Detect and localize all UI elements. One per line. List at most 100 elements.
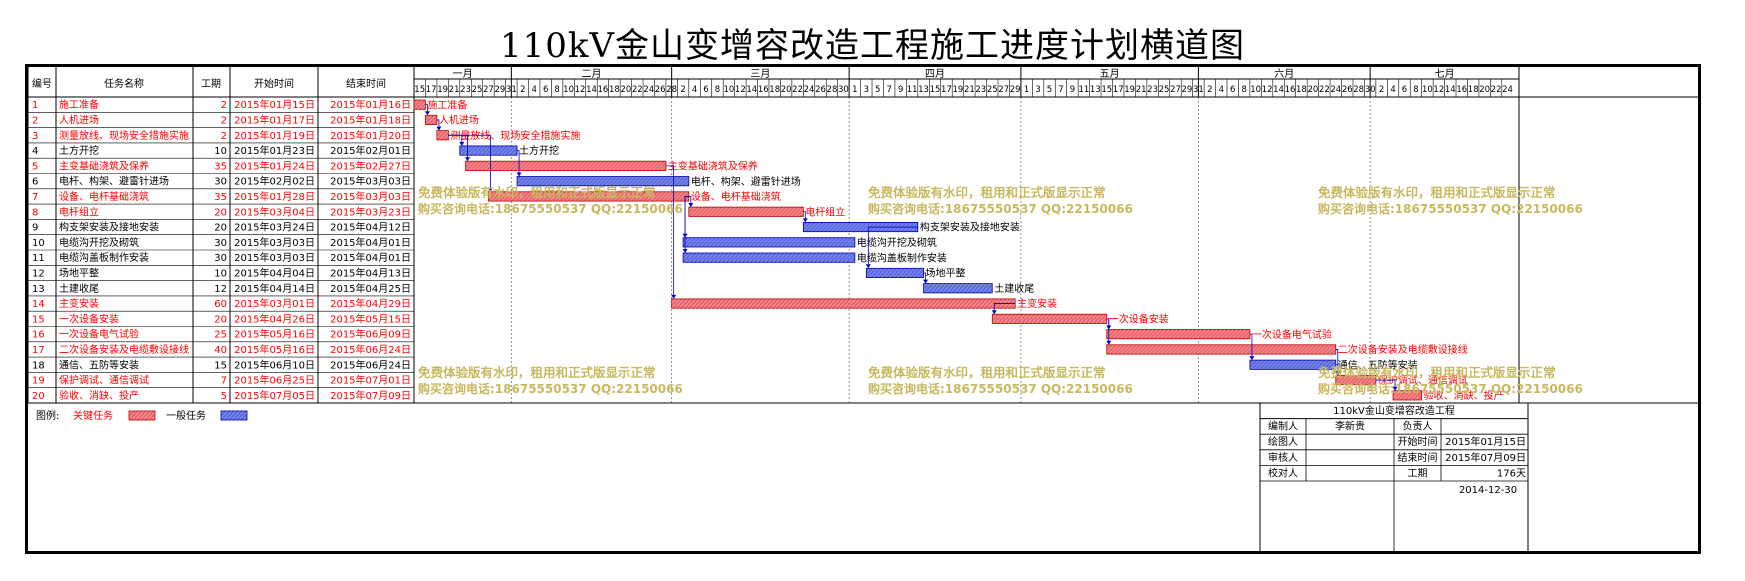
task-bar bbox=[682, 252, 856, 263]
legend-critical-label: 关键任务 bbox=[73, 409, 113, 422]
task-id: 12 bbox=[32, 268, 45, 279]
day-label: 27 bbox=[483, 85, 494, 95]
dependency-arrow bbox=[1106, 340, 1112, 345]
day-label: 2 bbox=[1379, 85, 1384, 95]
task-bar bbox=[671, 298, 1016, 309]
day-label: 24 bbox=[643, 85, 654, 95]
legend-critical-swatch bbox=[128, 410, 156, 421]
task-bar bbox=[688, 206, 804, 217]
day-label: 25 bbox=[987, 85, 998, 95]
task-start: 2015年03月01日 bbox=[234, 297, 315, 310]
day-label: 30 bbox=[1365, 85, 1376, 95]
task-bar bbox=[459, 145, 518, 156]
watermark-text: 购买咨询电话:18675550537 QQ:22150066 bbox=[1318, 201, 1583, 216]
task-duration: 10 bbox=[214, 146, 227, 157]
task-name: 主变安装 bbox=[59, 297, 99, 310]
day-label: 22 bbox=[1491, 85, 1502, 95]
day-label: 18 bbox=[609, 85, 620, 95]
day-label: 11 bbox=[907, 85, 918, 95]
dependency-arrow bbox=[923, 279, 929, 284]
task-bar-label: 主变基础浇筑及保养 bbox=[668, 160, 758, 173]
day-label: 15 bbox=[414, 85, 425, 95]
dependency-link bbox=[867, 226, 918, 268]
column-header-name: 任务名称 bbox=[104, 77, 144, 90]
day-label: 7 bbox=[886, 85, 891, 95]
day-label: 1 bbox=[1024, 85, 1029, 95]
day-label: 21 bbox=[449, 85, 460, 95]
day-label: 23 bbox=[460, 85, 471, 95]
day-label: 31 bbox=[1193, 85, 1204, 95]
day-label: 11 bbox=[1078, 85, 1089, 95]
task-name: 验收、消缺、投产 bbox=[59, 389, 139, 402]
task-duration: 5 bbox=[221, 391, 227, 402]
day-label: 20 bbox=[1307, 85, 1318, 95]
task-end: 2015年02月01日 bbox=[330, 144, 411, 157]
day-label: 18 bbox=[769, 85, 780, 95]
day-label: 4 bbox=[1219, 85, 1224, 95]
day-label: 17 bbox=[1113, 85, 1124, 95]
day-label: 26 bbox=[1342, 85, 1353, 95]
task-id: 5 bbox=[32, 161, 38, 172]
task-duration: 30 bbox=[214, 177, 227, 188]
task-end: 2015年04月01日 bbox=[330, 251, 411, 264]
info-cell: 176天 bbox=[1497, 468, 1526, 479]
info-cell: 开始时间 bbox=[1398, 435, 1438, 448]
task-name: 设备、电杆基础浇筑 bbox=[59, 190, 149, 203]
info-cell: 编制人 bbox=[1268, 420, 1298, 433]
task-name: 人机进场 bbox=[59, 113, 99, 126]
dependency-arrow bbox=[516, 172, 522, 177]
info-cell: 工期 bbox=[1408, 467, 1428, 479]
day-label: 19 bbox=[1124, 85, 1135, 95]
task-duration: 35 bbox=[214, 161, 227, 172]
task-end: 2015年04月29日 bbox=[330, 297, 411, 310]
column-header-end: 结束时间 bbox=[346, 77, 386, 90]
day-label: 15 bbox=[930, 85, 941, 95]
day-label: 6 bbox=[1230, 85, 1235, 95]
task-bar-label: 测量放线、现场安全措施实施 bbox=[450, 129, 580, 142]
task-bar-label: 一次设备电气试验 bbox=[1252, 328, 1332, 341]
day-label: 10 bbox=[563, 85, 574, 95]
task-bar bbox=[425, 114, 438, 125]
day-label: 26 bbox=[815, 85, 826, 95]
watermark-text: 免费体验版有水印，租用和正式版显示正常 bbox=[868, 365, 1106, 380]
task-end: 2015年03月03日 bbox=[330, 190, 411, 203]
day-label: 17 bbox=[426, 85, 437, 95]
task-start: 2015年05月16日 bbox=[234, 343, 315, 356]
task-name: 测量放线、现场安全措施实施 bbox=[59, 129, 189, 142]
task-end: 2015年07月01日 bbox=[330, 374, 411, 387]
day-label: 14 bbox=[1273, 85, 1284, 95]
day-label: 18 bbox=[1296, 85, 1307, 95]
task-start: 2015年03月03日 bbox=[234, 251, 315, 264]
day-label: 5 bbox=[875, 85, 880, 95]
info-project-name: 110kV金山变增容改造工程 bbox=[1333, 404, 1455, 417]
task-bar bbox=[923, 283, 993, 294]
task-bar bbox=[516, 176, 690, 187]
day-label: 25 bbox=[1159, 85, 1170, 95]
day-label: 20 bbox=[781, 85, 792, 95]
task-bar-label: 验收、消缺、投产 bbox=[1424, 389, 1504, 402]
day-label: 23 bbox=[1147, 85, 1158, 95]
day-label: 24 bbox=[1330, 85, 1341, 95]
task-duration: 20 bbox=[214, 223, 227, 234]
dependency-link bbox=[425, 104, 428, 115]
task-name: 一次设备安装 bbox=[59, 312, 119, 325]
task-duration: 25 bbox=[214, 330, 227, 341]
day-label: 20 bbox=[1479, 85, 1490, 95]
task-start: 2015年01月28日 bbox=[234, 190, 315, 203]
day-label: 25 bbox=[472, 85, 483, 95]
dependency-arrow bbox=[1392, 386, 1398, 391]
task-start: 2015年06月25日 bbox=[234, 374, 315, 387]
task-end: 2015年06月09日 bbox=[330, 328, 411, 341]
day-label: 6 bbox=[543, 85, 548, 95]
task-id: 19 bbox=[32, 376, 45, 387]
day-label: 10 bbox=[723, 85, 734, 95]
task-id: 10 bbox=[32, 238, 45, 249]
day-label: 29 bbox=[494, 85, 505, 95]
dependency-link bbox=[688, 196, 692, 207]
task-duration: 40 bbox=[214, 345, 227, 356]
day-label: 8 bbox=[1413, 85, 1418, 95]
task-end: 2015年04月25日 bbox=[330, 282, 411, 295]
watermark-text: 购买咨询电话:18675550537 QQ:22150066 bbox=[418, 201, 683, 216]
task-name: 电缆沟盖板制作安装 bbox=[59, 251, 149, 264]
task-end: 2015年06月24日 bbox=[330, 358, 411, 371]
